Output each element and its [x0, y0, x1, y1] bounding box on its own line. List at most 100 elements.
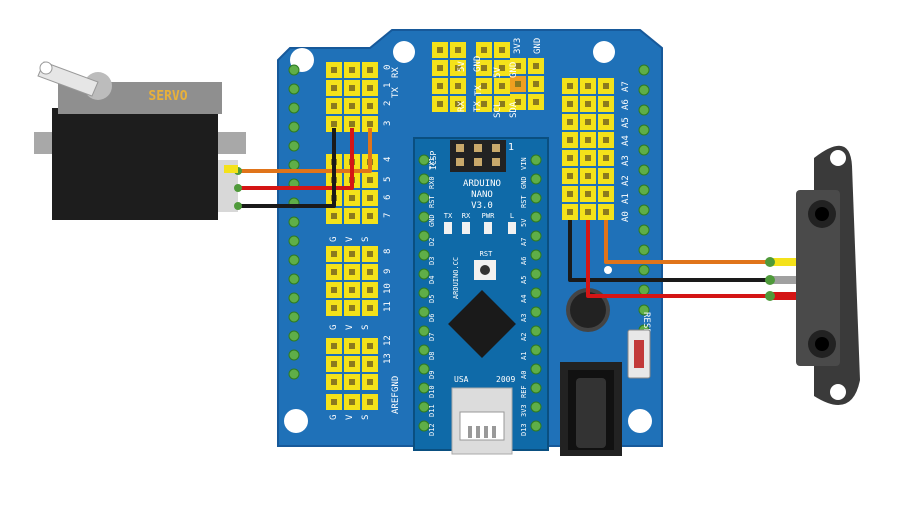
sensor-power-wire	[586, 220, 800, 298]
analog-header-pin	[562, 204, 578, 220]
nano-pin-label: A1	[520, 352, 528, 360]
shield-labels: 0 1 RX TX 2 3 4 5 6 7 8 9 10 11 12 13 GN…	[329, 38, 651, 420]
digital-header-pin	[344, 246, 360, 262]
label-tx: TX	[391, 87, 401, 98]
label-digital-13: 13	[383, 353, 393, 364]
analog-header-pin	[562, 132, 578, 148]
shield-pad	[638, 284, 650, 296]
analog-header-pin	[580, 114, 596, 130]
led-label-rx: RX	[462, 212, 471, 220]
nano-reset-button[interactable]	[474, 260, 496, 280]
nano-pin	[530, 192, 542, 204]
digital-header-pin	[362, 338, 378, 354]
digital-header-pin	[326, 282, 342, 298]
nano-pin-label: 5V	[520, 218, 528, 227]
ir-distance-sensor	[796, 145, 860, 405]
reset-button[interactable]	[627, 329, 651, 379]
nano-pin	[530, 382, 542, 394]
top-header-pin-3v3	[510, 76, 526, 92]
label-digital-9: 9	[383, 269, 393, 274]
analog-header-pin	[580, 78, 596, 94]
icsp-header	[450, 140, 506, 172]
label-a4: A4	[621, 135, 631, 146]
label-digital-12: 12	[383, 335, 393, 346]
icsp-label: ICSP	[429, 151, 438, 170]
nano-pin	[418, 230, 430, 242]
nano-pin	[530, 325, 542, 337]
digital-header-pin	[344, 98, 360, 114]
digital-header-pin	[362, 264, 378, 280]
top-header-pin	[476, 78, 492, 94]
digital-header-pin	[326, 374, 342, 390]
shield-side-pads	[288, 64, 650, 380]
analog-header-pin	[598, 132, 614, 148]
top-header-pin	[510, 94, 526, 110]
nano-pin	[530, 344, 542, 356]
shield-pad	[288, 368, 300, 380]
label-top-gnd: GND	[473, 56, 483, 72]
label-digital-3: 3	[383, 121, 393, 126]
sensor-ground-wire	[568, 220, 800, 282]
nano-pin	[418, 287, 430, 299]
top-header-pin	[450, 96, 466, 112]
analog-header-block	[562, 78, 614, 220]
mini-usb-port[interactable]	[451, 387, 513, 455]
analog-header-pin	[562, 96, 578, 112]
digital-header-pin	[326, 300, 342, 316]
top-header-pin	[432, 78, 448, 94]
digital-header-pin	[326, 208, 342, 224]
label-top-rx: RX	[457, 101, 467, 112]
mount-hole	[628, 409, 652, 433]
analog-header-pin	[580, 168, 596, 184]
nano-pin-label: D7	[428, 333, 436, 341]
led-label-l: L	[510, 212, 514, 220]
nano-pin-label: RST	[520, 195, 528, 208]
digital-header-pin	[344, 374, 360, 390]
nano-pin	[530, 173, 542, 185]
nano-pin	[530, 420, 542, 432]
top-header-pin	[476, 60, 492, 76]
analog-header-pin	[562, 168, 578, 184]
top-header-pin	[510, 58, 526, 74]
nano-pin-label: A7	[520, 238, 528, 246]
nano-pin-label: D11	[428, 404, 436, 417]
shield-pad	[288, 64, 300, 76]
sensor-signal-wire	[604, 220, 800, 264]
led-rx	[462, 222, 470, 234]
label-a3: A3	[621, 155, 631, 166]
mount-hole	[284, 409, 308, 433]
top-header-block	[432, 42, 544, 112]
label-a6: A6	[621, 99, 631, 110]
label-top-tx2: TX	[474, 85, 484, 96]
digital-header-pin	[326, 116, 342, 132]
top-header-pin	[476, 42, 492, 58]
nano-title-2: NANO	[471, 190, 493, 200]
digital-header-pin	[362, 80, 378, 96]
label-top-gnd-2: GND	[509, 62, 519, 78]
dc-barrel-jack	[560, 362, 622, 456]
label-digital-6: 6	[383, 195, 393, 200]
label-aref: AREF	[391, 392, 401, 414]
nano-pin-label: D5	[428, 295, 436, 303]
led-l	[508, 222, 516, 234]
digital-header-pin	[344, 338, 360, 354]
label-v: V	[345, 414, 355, 420]
analog-header-pin	[580, 132, 596, 148]
label-gnd: GND	[391, 376, 401, 392]
digital-header-pin	[344, 116, 360, 132]
digital-header-pin	[362, 62, 378, 78]
top-header-pin	[528, 76, 544, 92]
analog-header-pin	[562, 114, 578, 130]
digital-header-pin	[326, 394, 342, 410]
shield-pad	[288, 349, 300, 361]
digital-header-pin	[362, 374, 378, 390]
shield-pad	[288, 216, 300, 228]
digital-header-pin	[326, 80, 342, 96]
shield-pad	[288, 311, 300, 323]
servo-label: SERVO	[148, 89, 187, 104]
analog-header-pin	[598, 114, 614, 130]
analog-header-pin	[580, 96, 596, 112]
nano-pin	[530, 363, 542, 375]
digital-header-pin	[326, 338, 342, 354]
